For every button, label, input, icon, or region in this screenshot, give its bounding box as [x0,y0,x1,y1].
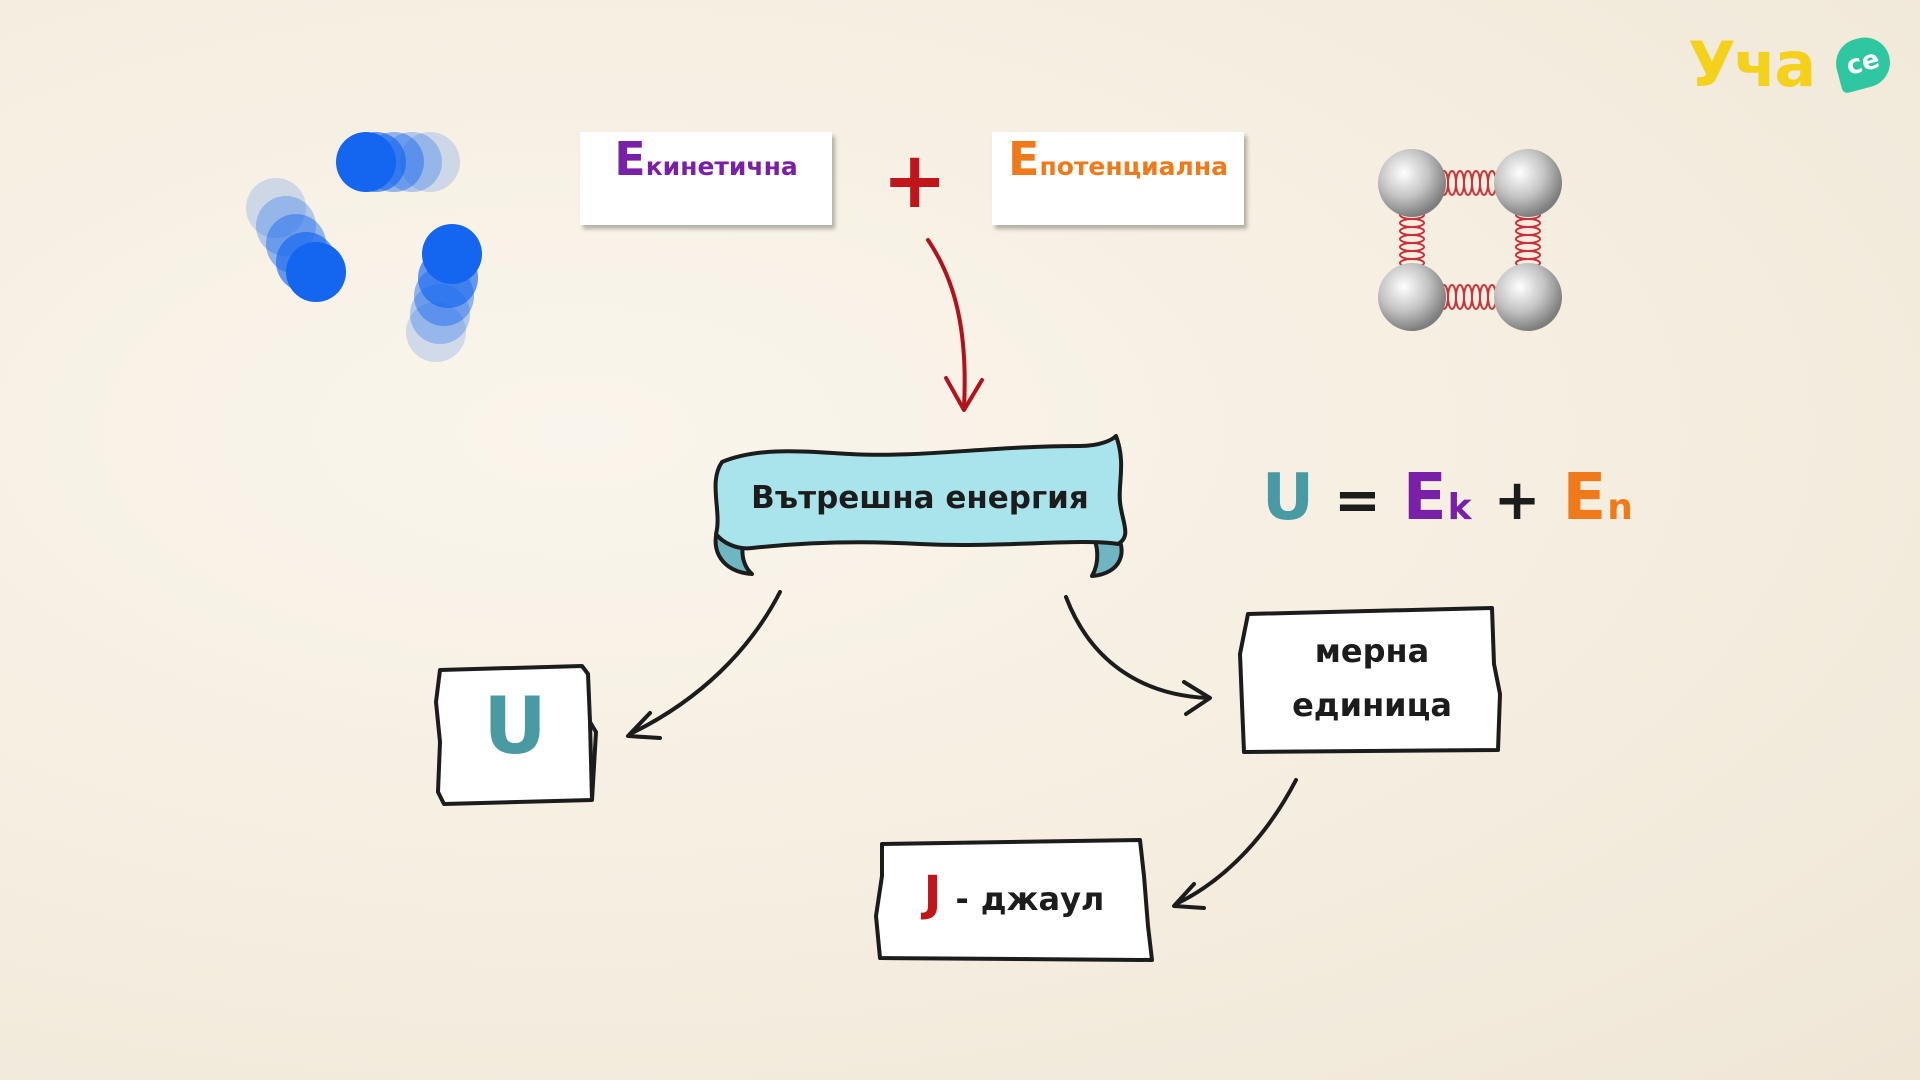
arrow-to-joule [1172,778,1298,910]
molecule-trail-right [406,224,482,362]
kinetic-energy-subscript: кинетична [645,152,798,181]
joule-dash: - [955,880,969,918]
brand-logo: Уча се [1688,28,1898,108]
joule-card: J - джаул [872,836,1156,964]
spring-molecules-icon [1378,149,1562,331]
formula-plus: + [1493,468,1541,533]
formula-E-kinetic: E [1402,461,1447,535]
symbol-card-text: U [483,682,547,772]
joule-card-content: J - джаул [872,866,1156,922]
joule-name: джаул [980,880,1105,918]
paper-shape [434,664,598,806]
banner-scroll-shape [713,434,1128,578]
joule-symbol: J [923,866,942,922]
logo-text: Уча [1688,28,1816,101]
paper-shape [1238,606,1502,754]
sphere-top-right [1494,149,1562,217]
kinetic-energy-card: E кинетична [580,132,832,225]
arrow-to-symbol [626,590,782,740]
paper-shape [874,838,1154,962]
molecule-trail-top [336,132,460,192]
sphere-bottom-right [1494,263,1562,331]
banner-label: Вътрешна енергия [751,480,1089,516]
potential-energy-card: E потенциална [992,132,1244,225]
formula-E-potential: E [1562,461,1607,535]
moving-molecules-icon [246,132,482,362]
sphere-bottom-left [1378,263,1446,331]
formula-U: U [1262,461,1314,535]
plus-sign: + [882,136,948,226]
formula-subscript-n: n [1607,487,1633,528]
internal-energy-banner: Вътрешна енергия [700,432,1140,582]
kinetic-energy-letter: E [614,132,646,186]
unit-card-line1: мерна [1314,632,1430,670]
formula-subscript-k: k [1447,487,1472,528]
formula-equals: = [1333,468,1381,533]
unit-card-line2: единица [1292,686,1452,724]
spring-bottom [1439,284,1497,310]
potential-energy-subscript: потенциална [1039,152,1228,181]
molecule-trail-left [246,178,346,302]
sphere-top-left [1378,149,1446,217]
potential-energy-letter: E [1008,132,1040,186]
internal-energy-formula: U = E k + E n [1262,466,1633,530]
red-arrow-down [926,238,984,412]
arrow-to-unit [1064,595,1212,716]
symbol-card: U [432,662,598,808]
unit-card: мерна единица [1236,604,1508,756]
